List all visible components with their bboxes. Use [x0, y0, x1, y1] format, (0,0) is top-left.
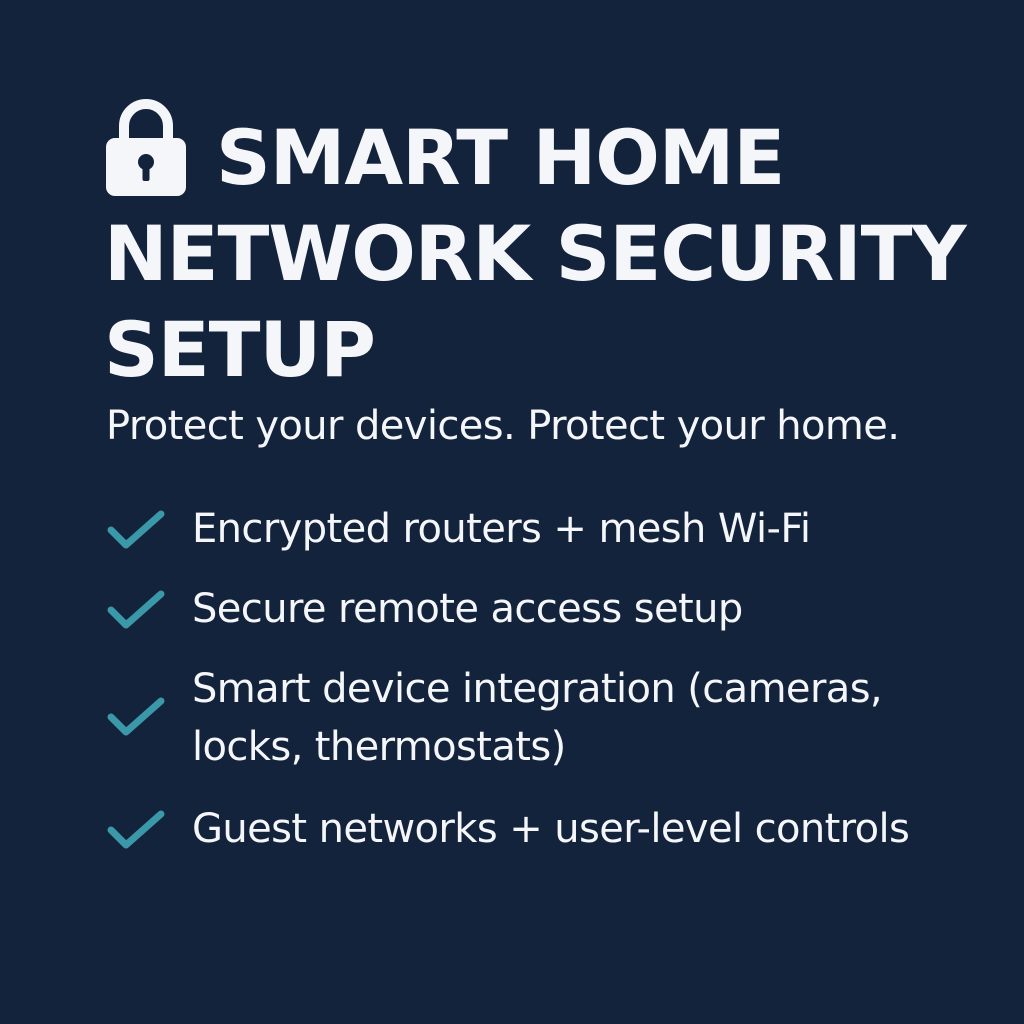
feature-list: Encrypted routers + mesh Wi-Fi Secure re… [104, 500, 984, 880]
lock-icon [104, 96, 188, 198]
tagline: Protect your devices. Protect your home. [106, 403, 900, 449]
feature-label: Encrypted routers + mesh Wi-Fi [192, 506, 811, 552]
list-item: Encrypted routers + mesh Wi-Fi [104, 500, 984, 558]
feature-label: Guest networks + user-level controls [192, 806, 910, 852]
feature-label: Smart device integration (cameras, locks… [192, 666, 883, 770]
title-text: SMART HOME NETWORK SECURITY SETUP [104, 113, 966, 394]
page-title: SMART HOME NETWORK SECURITY SETUP [104, 96, 984, 398]
check-icon [106, 589, 166, 631]
check-icon [106, 809, 166, 851]
feature-label: Secure remote access setup [192, 586, 743, 632]
check-icon [106, 696, 166, 738]
list-item: Secure remote access setup [104, 580, 984, 638]
check-icon [106, 509, 166, 551]
list-item: Guest networks + user-level controls [104, 800, 984, 858]
list-item: Smart device integration (cameras, locks… [104, 660, 984, 776]
